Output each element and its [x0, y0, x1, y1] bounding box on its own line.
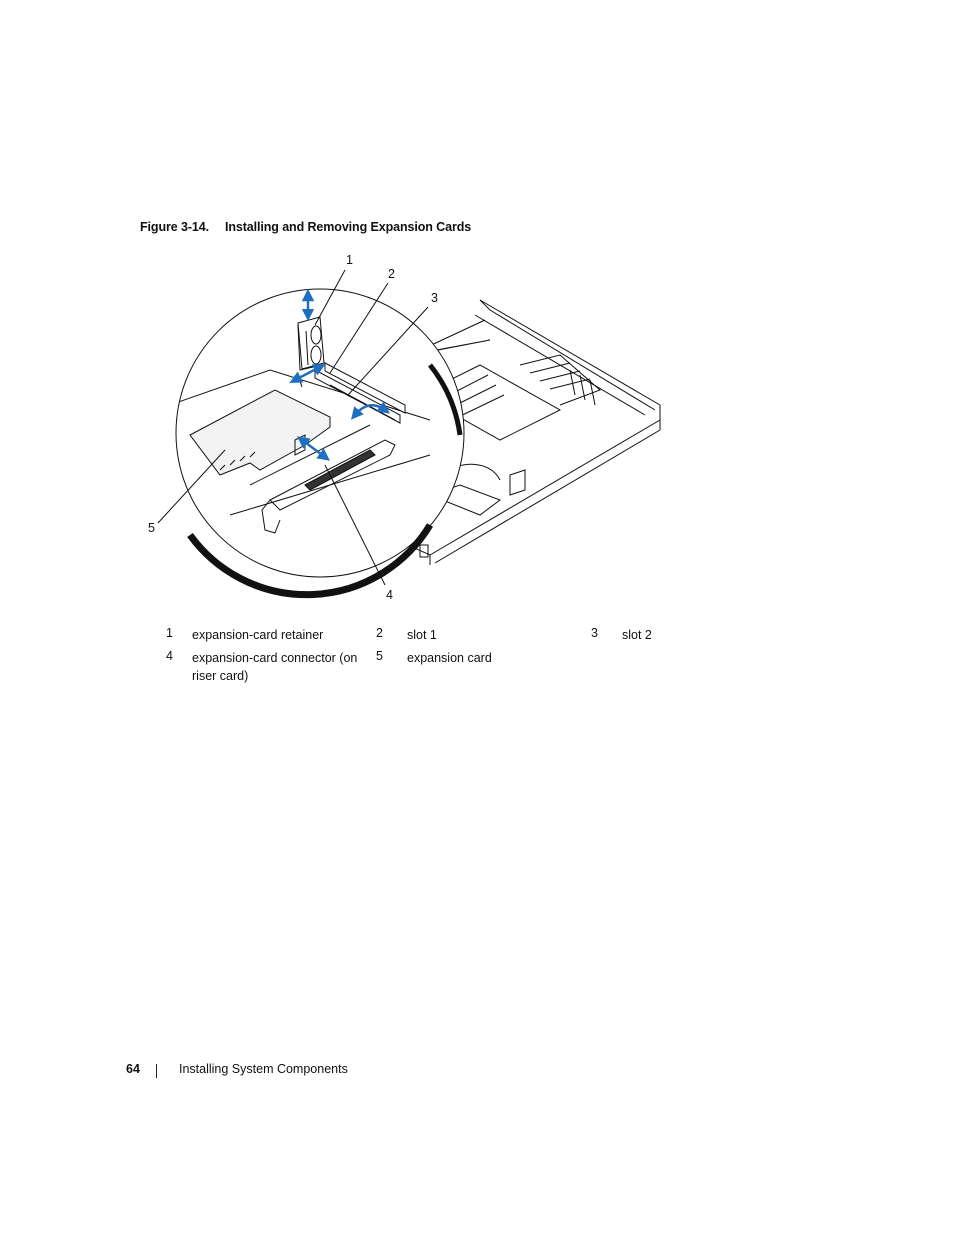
callout-legend: 1 expansion-card retainer 2 slot 1 3 slo… [166, 626, 686, 685]
figure-title: Installing and Removing Expansion Cards [224, 220, 472, 234]
callout-5: 5 [148, 521, 155, 535]
callout-1: 1 [346, 253, 353, 267]
legend-num-2: 2 [376, 626, 383, 640]
legend-row: 4 expansion-card connector (on riser car… [166, 649, 686, 685]
callout-2: 2 [388, 267, 395, 281]
legend-text-2: slot 1 [407, 628, 437, 642]
section-title: Installing System Components [179, 1062, 348, 1076]
illustration-svg [157, 269, 661, 599]
legend-row: 1 expansion-card retainer 2 slot 1 3 slo… [166, 626, 686, 649]
legend-num-3: 3 [591, 626, 598, 640]
legend-num-1: 1 [166, 626, 173, 640]
footer-divider [156, 1064, 157, 1078]
figure-caption: Figure 3-14. Installing and Removing Expa… [140, 220, 471, 234]
page-number: 64 [126, 1062, 140, 1076]
expansion-card-illustration: 1 2 3 4 5 [130, 245, 690, 610]
callout-3: 3 [431, 291, 438, 305]
magnified-view [175, 288, 465, 599]
legend-text-4: expansion-card connector (on riser card) [192, 651, 358, 683]
legend-text-3: slot 2 [622, 628, 652, 642]
legend-text-1: expansion-card retainer [192, 628, 324, 642]
callout-leaders [157, 269, 429, 586]
legend-text-5: expansion card [407, 651, 492, 665]
callout-4: 4 [386, 588, 393, 602]
figure-label: Figure 3-14. [140, 220, 209, 234]
legend-num-4: 4 [166, 649, 173, 663]
legend-num-5: 5 [376, 649, 383, 663]
